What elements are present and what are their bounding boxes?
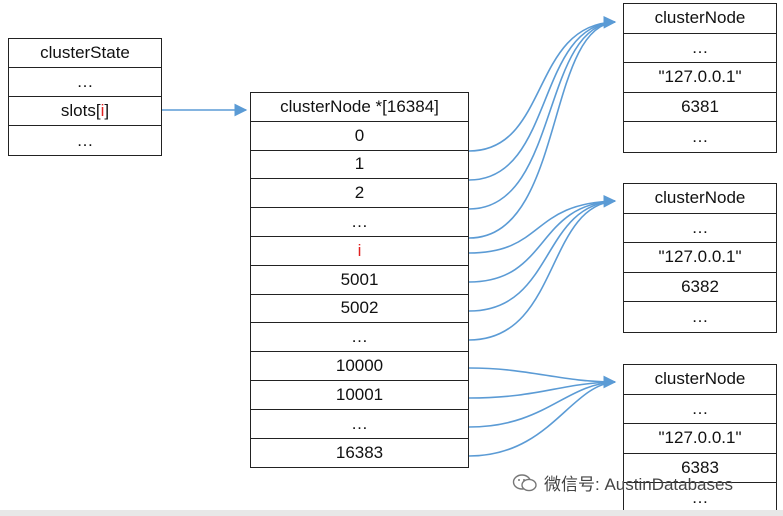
slot-row: 2: [251, 179, 468, 209]
node-ellipsis: …: [691, 306, 709, 326]
cluster-state-table: clusterState … slots[i] …: [8, 38, 162, 156]
node-ellipsis: …: [624, 214, 776, 243]
link-slot-5002: [468, 200, 616, 312]
slot-row: 10000: [251, 352, 468, 381]
slot-array-header: clusterNode *[16384]: [251, 93, 468, 122]
slot-row: 0: [251, 122, 468, 151]
cluster-state-slots-row: slots[i]: [9, 97, 161, 126]
node-title: clusterNode: [624, 184, 776, 214]
slot-row: …: [251, 208, 468, 237]
watermark-text: 微信号: AustinDatabases: [544, 475, 733, 494]
link-slot-i: [468, 194, 617, 254]
cluster-state-title: clusterState: [9, 39, 161, 68]
slot-row: 16383: [335, 442, 384, 462]
slot-row: 1: [251, 151, 468, 180]
node-port: 6382: [624, 273, 776, 302]
link-slot-0: [468, 15, 617, 152]
slot-row: 10001: [251, 381, 468, 410]
node-ip: "127.0.0.1": [624, 424, 776, 454]
cluster-node-6383: clusterNode … "127.0.0.1" 6383 …: [623, 364, 777, 514]
node-title: clusterNode: [624, 365, 776, 395]
slot-row: 5001: [251, 266, 468, 295]
slot-array-table: clusterNode *[16384] 0 1 2 … i 5001 5002…: [250, 92, 469, 469]
link-slot-5001: [468, 200, 616, 283]
cluster-state-ellipsis-top: …: [9, 68, 161, 97]
link-slot-2: [468, 21, 616, 210]
wechat-icon: [512, 473, 537, 491]
slot-row: …: [251, 410, 468, 439]
link-slot-10000: [468, 367, 617, 389]
node-ellipsis: …: [624, 34, 776, 63]
link-slot-10001: [468, 381, 616, 399]
slots-index: i: [100, 101, 105, 120]
cluster-state-ellipsis-bottom: …: [76, 130, 94, 150]
link-slot-dots-3: [468, 381, 616, 428]
node-ip: "127.0.0.1": [624, 243, 776, 273]
bottom-strip: [0, 510, 783, 516]
link-slot-1: [468, 21, 616, 181]
link-slot-dots-2: [468, 200, 616, 341]
node-ellipsis: …: [624, 395, 776, 424]
watermark: 微信号: AustinDatabases: [512, 470, 733, 495]
node-title: clusterNode: [624, 4, 776, 34]
slot-row: …: [251, 323, 468, 353]
node-ellipsis: …: [691, 487, 709, 507]
slots-label: slots[: [60, 101, 101, 120]
cluster-node-6382: clusterNode … "127.0.0.1" 6382 …: [623, 183, 777, 333]
slot-row: 5002: [251, 295, 468, 324]
node-port: 6381: [624, 93, 776, 122]
node-port: 6383: [624, 454, 776, 483]
node-ip: "127.0.0.1": [624, 63, 776, 93]
slot-row-i: i: [251, 237, 468, 266]
node-ellipsis: …: [691, 126, 709, 146]
slots-bracket-close: ]: [104, 101, 110, 120]
link-slot-dots: [468, 21, 616, 239]
cluster-node-6381: clusterNode … "127.0.0.1" 6381 …: [623, 3, 777, 153]
link-slot-16383: [468, 381, 616, 457]
